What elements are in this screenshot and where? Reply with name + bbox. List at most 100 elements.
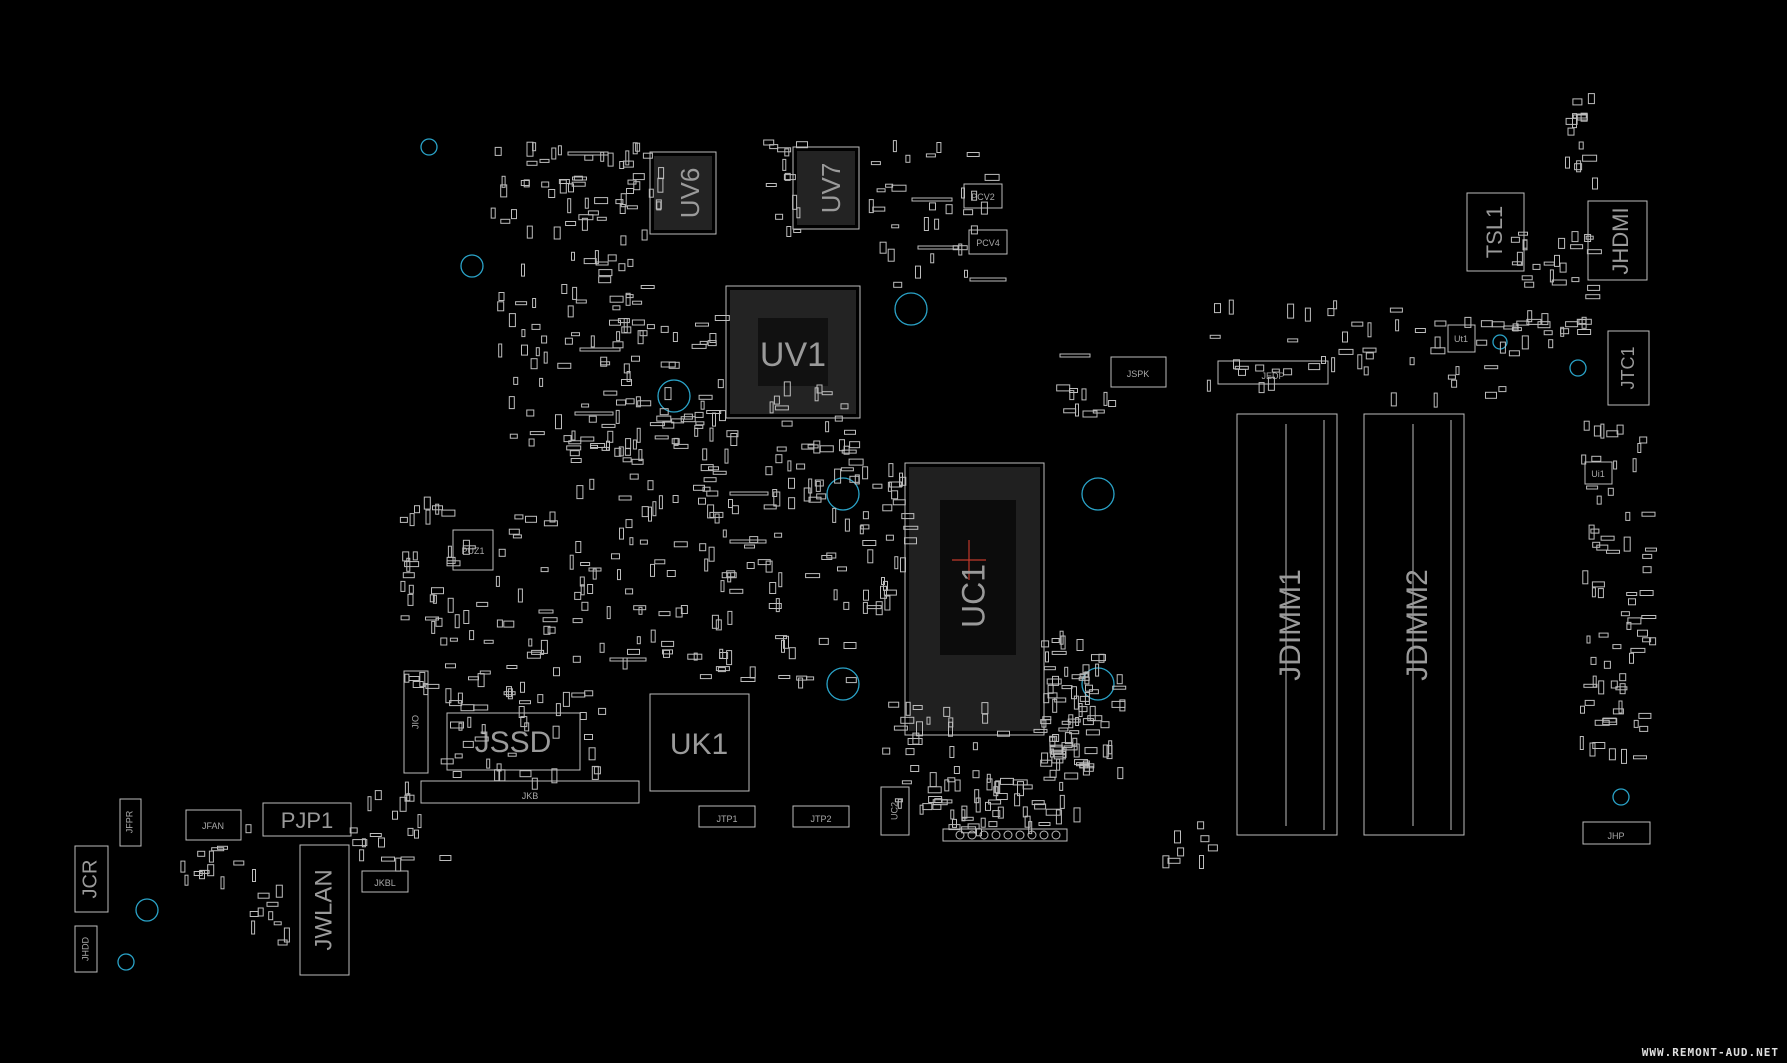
- passive-pad: [953, 766, 960, 774]
- passive-pad: [625, 588, 634, 595]
- connector-jio[interactable]: JIO: [403, 670, 429, 774]
- connector-jfpr[interactable]: JFPR: [119, 798, 142, 847]
- passive-pad: [881, 577, 885, 585]
- passive-pad: [1582, 154, 1598, 162]
- passive-pad: [912, 705, 923, 710]
- passive-pad: [707, 504, 715, 519]
- connector-jwlan[interactable]: JWLAN: [299, 844, 350, 976]
- connector-jspk[interactable]: JSPK: [1110, 356, 1167, 388]
- passive-pad: [638, 606, 643, 615]
- passive-pad: [1200, 835, 1210, 843]
- passive-pad: [587, 584, 594, 594]
- passive-pad: [840, 467, 854, 472]
- passive-pad: [618, 495, 632, 501]
- passive-pad: [564, 337, 573, 345]
- passive-pad: [1033, 728, 1048, 733]
- passive-pad: [885, 183, 894, 188]
- passive-pad: [1255, 364, 1265, 372]
- passive-pad: [555, 414, 562, 430]
- connector-jkb[interactable]: JKB: [420, 780, 640, 804]
- passive-pad: [1083, 765, 1094, 772]
- connector-jtp2[interactable]: JTP2: [792, 805, 850, 828]
- passive-pad: [400, 580, 406, 592]
- passive-pad: [972, 742, 978, 751]
- chip-ut1[interactable]: Ut1: [1447, 324, 1476, 353]
- passive-pad: [1199, 855, 1204, 869]
- connector-jcr[interactable]: JCR: [74, 845, 109, 913]
- chip-uv1-label: UV1: [760, 336, 826, 374]
- connector-jhdd[interactable]: JHDD: [74, 925, 98, 973]
- passive-pad: [1061, 720, 1071, 725]
- passive-pad: [528, 438, 535, 447]
- passive-pad: [1076, 639, 1084, 651]
- passive-pad: [834, 415, 843, 422]
- connector-jedp[interactable]: JEDP: [1217, 360, 1329, 385]
- chip-ui1[interactable]: Ui1: [1584, 461, 1613, 485]
- passive-pad: [1331, 357, 1336, 373]
- passive-pad: [572, 286, 578, 300]
- passive-pad: [596, 216, 607, 221]
- passive-pad: [423, 496, 431, 510]
- chip-uv7-label: UV7: [816, 163, 846, 214]
- passive-pad: [1045, 808, 1061, 816]
- passive-pad: [435, 617, 443, 627]
- passive-pad: [425, 509, 431, 525]
- passive-pad: [404, 673, 410, 683]
- connector-jhp[interactable]: JHP: [1582, 821, 1651, 845]
- passive-pad: [711, 614, 719, 629]
- passive-pad: [636, 636, 641, 645]
- connector-jfan[interactable]: JFAN: [185, 809, 242, 841]
- passive-pad: [1554, 254, 1560, 267]
- chip-uv6[interactable]: UV6: [649, 151, 717, 235]
- passive-pad: [588, 415, 597, 423]
- passive-pad: [774, 532, 783, 538]
- passive-pad: [257, 907, 264, 917]
- passive-pad: [603, 390, 618, 396]
- passive-pad: [535, 347, 540, 357]
- passive-pad: [700, 464, 714, 472]
- passive-pad: [1078, 706, 1088, 713]
- chip-uv1[interactable]: UV1: [725, 285, 861, 419]
- passive-pad: [717, 667, 726, 673]
- passive-pad: [395, 857, 402, 872]
- passive-pad: [904, 537, 917, 545]
- connector-jtp1[interactable]: JTP1: [698, 805, 756, 828]
- passive-pad: [1484, 365, 1499, 370]
- passive-pad: [468, 676, 479, 681]
- passive-pad: [970, 225, 978, 235]
- chip-puz1[interactable]: PUZ1: [452, 529, 494, 571]
- passive-pad: [1051, 756, 1064, 764]
- passive-pad: [1642, 637, 1652, 643]
- slot-jdimm2[interactable]: JDIMM2: [1363, 413, 1465, 836]
- connector-pjp1[interactable]: PJP1: [262, 802, 352, 837]
- passive-pad: [1045, 651, 1049, 663]
- passive-pad: [562, 691, 570, 707]
- passive-pad: [481, 724, 486, 735]
- chip-uk1[interactable]: UK1: [649, 693, 750, 792]
- connector-jkbl[interactable]: JKBL: [361, 870, 409, 893]
- passive-components: [180, 93, 1657, 946]
- passive-pad: [500, 218, 511, 224]
- chip-uc1[interactable]: UC1: [904, 462, 1045, 736]
- passive-pad: [997, 730, 1010, 737]
- passive-pad: [569, 450, 580, 457]
- passive-pad: [627, 258, 634, 267]
- chip-pcv4[interactable]: PCV4: [968, 229, 1008, 255]
- passive-pad: [808, 496, 822, 503]
- passive-pad: [639, 539, 648, 545]
- passive-pad: [1522, 239, 1528, 251]
- passive-pad: [1616, 424, 1624, 435]
- passive-pad: [519, 700, 531, 705]
- chip-uc2[interactable]: UC2: [880, 786, 910, 836]
- passive-pad: [581, 601, 589, 611]
- connector-jhdd-label: JHDD: [80, 937, 90, 961]
- slot-jdimm1[interactable]: JDIMM1: [1236, 413, 1338, 836]
- connector-jhdmi[interactable]: JHDMI: [1587, 200, 1648, 281]
- chip-uv7[interactable]: UV7: [792, 146, 860, 230]
- passive-pad: [637, 400, 652, 407]
- passive-pad: [875, 601, 883, 616]
- passive-pad: [1000, 777, 1014, 785]
- connector-jtc1[interactable]: JTC1: [1607, 330, 1650, 406]
- passive-pad: [926, 716, 931, 725]
- passive-pad: [891, 490, 899, 500]
